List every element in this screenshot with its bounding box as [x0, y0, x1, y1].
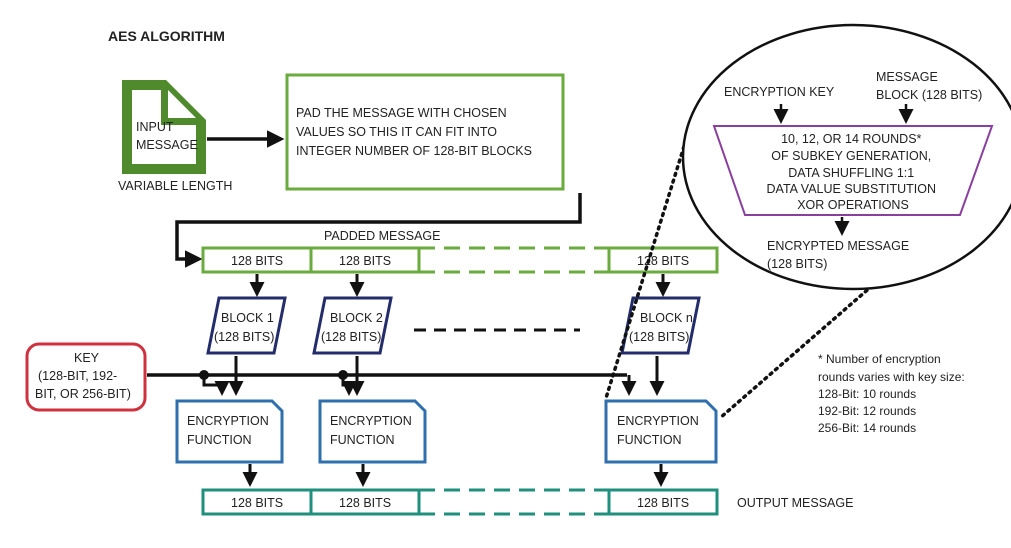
rounds-trapezoid	[712, 125, 994, 216]
block-2-label: BLOCK 2 (128 BITS)	[321, 311, 386, 344]
detail-message-block: MESSAGE BLOCK (128 BITS)	[876, 70, 982, 102]
output-message-label: OUTPUT MESSAGE	[737, 496, 853, 510]
rounds-footnote: * Number of encryption rounds varies wit…	[818, 352, 968, 435]
pad-message-text: PAD THE MESSAGE WITH CHOSEN VALUES SO TH…	[296, 106, 532, 158]
detail-encrypted-message: ENCRYPTED MESSAGE (128 BITS)	[767, 239, 913, 271]
variable-length-caption: VARIABLE LENGTH	[118, 179, 232, 193]
output-cell-2: 128 BITS	[339, 496, 391, 510]
padded-cell-1: 128 BITS	[231, 254, 283, 268]
key-label: KEY (128-BIT, 192- BIT, OR 256-BIT)	[35, 351, 131, 401]
block-1-label: BLOCK 1 (128 BITS)	[214, 311, 277, 344]
encryption-function-1	[175, 399, 284, 464]
pad-to-padded-arrow	[175, 193, 582, 268]
detail-encryption-key: ENCRYPTION KEY	[724, 85, 835, 99]
zoom-line-right	[718, 270, 890, 420]
pad-message-box	[285, 73, 565, 191]
key-box	[25, 342, 147, 412]
block-n-label: BLOCK n (128 BITS)	[629, 311, 696, 344]
key-distribution-line	[147, 370, 637, 396]
block-2	[312, 296, 393, 355]
diagram-title: AES ALGORITHM	[108, 28, 225, 44]
encryption-function-2	[318, 399, 427, 464]
padded-message-bar	[201, 246, 719, 274]
block-1	[206, 296, 287, 355]
encryption-function-1-label: ENCRYPTION FUNCTION	[187, 414, 272, 447]
encryption-function-2-label: ENCRYPTION FUNCTION	[330, 414, 415, 447]
padded-cell-3: 128 BITS	[637, 254, 689, 268]
encryption-function-n-label: ENCRYPTION FUNCTION	[617, 414, 702, 447]
padded-cell-2: 128 BITS	[339, 254, 391, 268]
input-message-label: INPUT MESSAGE	[136, 120, 198, 152]
input-message-icon	[122, 80, 206, 174]
zoom-line-left	[604, 138, 688, 400]
rounds-description: 10, 12, OR 14 ROUNDS* OF SUBKEY GENERATI…	[767, 132, 940, 212]
padded-message-label: PADDED MESSAGE	[324, 229, 440, 243]
output-message-bar	[201, 488, 719, 516]
output-cell-1: 128 BITS	[231, 496, 283, 510]
encryption-function-n	[604, 399, 718, 464]
output-cell-3: 128 BITS	[637, 496, 689, 510]
